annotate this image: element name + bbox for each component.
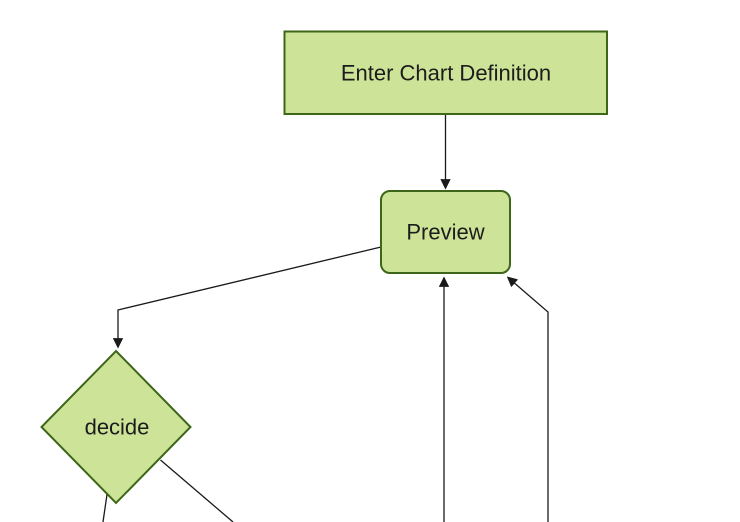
edge-offscreen-to-preview-corner: [506, 276, 549, 522]
node-enter-chart-definition-label: Enter Chart Definition: [341, 61, 551, 86]
edge-decide-to-offscreen-right: [160, 459, 234, 522]
edge-preview-to-decide: [112, 246, 382, 349]
node-layer: Enter Chart Definition Preview decide: [40, 30, 608, 505]
node-decide: decide: [40, 349, 192, 505]
node-preview-label: Preview: [406, 220, 484, 245]
node-preview-shape: [380, 190, 511, 274]
node-enter-chart-definition: Enter Chart Definition: [283, 30, 608, 115]
edge-decide-to-offscreen-left: [102, 494, 108, 522]
edge-layer: [102, 115, 549, 522]
node-decide-label: decide: [85, 415, 150, 440]
node-preview: Preview: [380, 190, 511, 274]
node-decide-shape: [40, 349, 192, 505]
node-enter-chart-definition-shape: [283, 30, 608, 115]
